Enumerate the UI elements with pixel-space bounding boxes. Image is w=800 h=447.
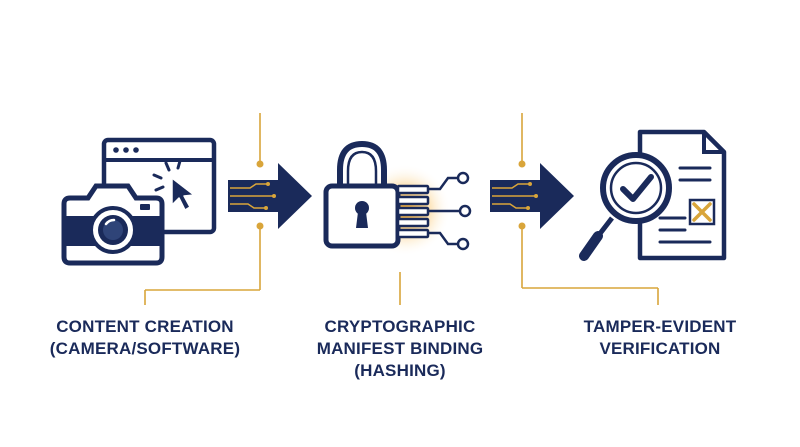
connector-lines: [144, 113, 659, 305]
step-label-line: CRYPTOGRAPHIC: [324, 317, 476, 336]
connector-dots: [256, 160, 526, 230]
step-label-line: CONTENT CREATION: [56, 317, 234, 336]
step-label-line: (CAMERA/SOFTWARE): [49, 339, 241, 358]
step-label-line: (HASHING): [354, 361, 446, 380]
padlock-circuit-icon: [323, 140, 472, 256]
magnifier-document-check-icon: [579, 129, 727, 261]
step-label-content-creation: CONTENT CREATION (CAMERA/SOFTWARE): [30, 316, 260, 360]
step-label-line: MANIFEST BINDING: [316, 339, 484, 358]
step-label-line: VERIFICATION: [599, 339, 721, 358]
flow-arrow-2: [490, 163, 574, 229]
flow-arrow-1: [228, 163, 312, 229]
step-label-line: TAMPER-EVIDENT: [583, 317, 737, 336]
camera-browser-cursor-icon: [61, 137, 217, 266]
step-label-verification: TAMPER-EVIDENT VERIFICATION: [545, 316, 775, 360]
step-label-manifest-binding: CRYPTOGRAPHIC MANIFEST BINDING (HASHING): [285, 316, 515, 382]
